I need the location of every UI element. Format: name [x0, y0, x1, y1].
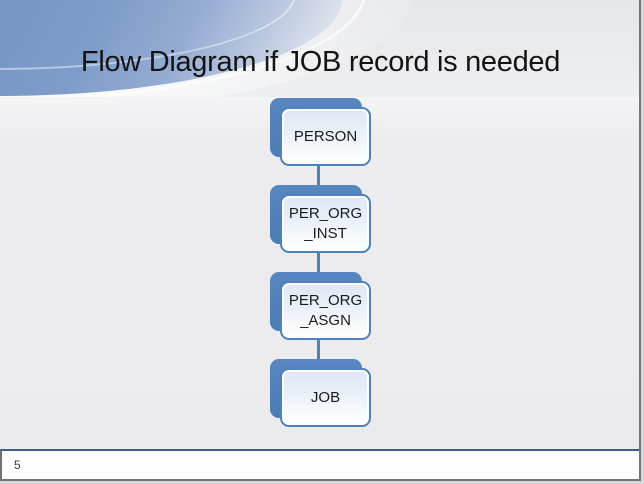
node-box: PERSON — [280, 107, 371, 166]
node-label: PER_ORG _INST — [288, 204, 363, 242]
slide-title: Flow Diagram if JOB record is needed — [80, 46, 561, 78]
page-number-bar: 5 — [0, 449, 641, 479]
frame-edge-bottom-outer — [0, 481, 641, 484]
frame-edge-right — [639, 0, 641, 481]
node-box: PER_ORG _INST — [280, 194, 371, 253]
node-box: PER_ORG _ASGN — [280, 281, 371, 340]
node-label: PER_ORG _ASGN — [288, 291, 363, 329]
flow-node-person: PERSON — [270, 98, 371, 166]
page-number: 5 — [14, 458, 21, 472]
flow-connector — [317, 340, 320, 359]
flow-diagram: PERSON PER_ORG _INST PER_ORG _ASGN — [0, 98, 641, 427]
node-box: JOB — [280, 368, 371, 427]
slide-header: Flow Diagram if JOB record is needed — [0, 0, 641, 97]
node-label: PERSON — [293, 127, 358, 145]
flow-connector — [317, 166, 320, 185]
frame-edge-bottom — [0, 479, 641, 481]
flow-connector — [317, 253, 320, 272]
flow-node-per-org-inst: PER_ORG _INST — [270, 185, 371, 253]
node-label: JOB — [310, 388, 341, 406]
flow-node-per-org-asgn: PER_ORG _ASGN — [270, 272, 371, 340]
flow-node-job: JOB — [270, 359, 371, 427]
frame-edge-right-outer — [641, 0, 644, 484]
slide-body: PERSON PER_ORG _INST PER_ORG _ASGN — [0, 97, 641, 449]
